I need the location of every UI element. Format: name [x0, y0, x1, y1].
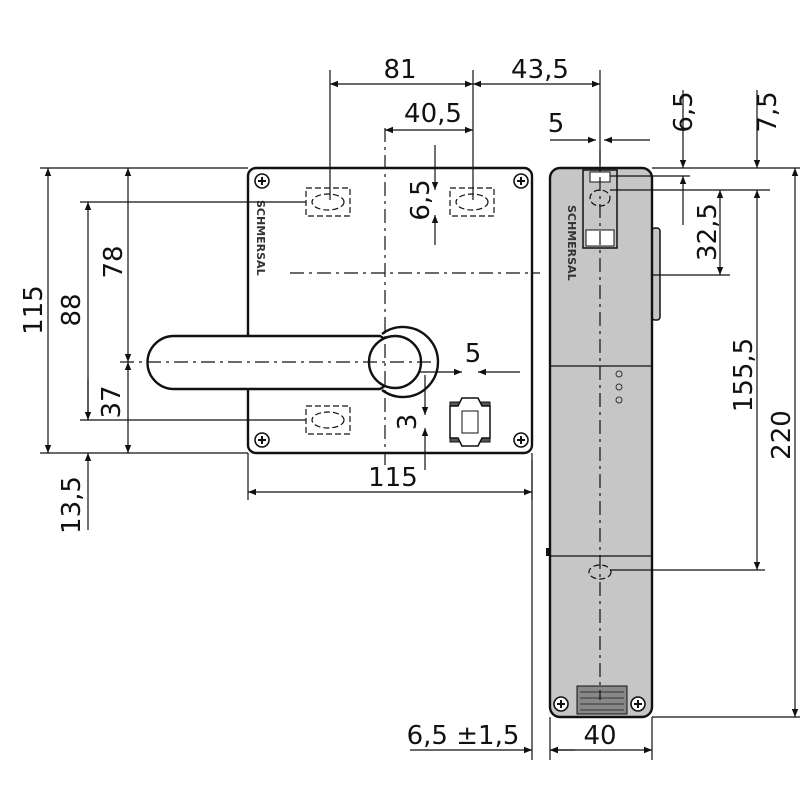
dim-6-5-top: 6,5 [669, 91, 699, 132]
dim-115-bottom: 115 [368, 463, 418, 493]
dim-40-5: 40,5 [404, 99, 462, 129]
screw-icon [513, 432, 529, 448]
extension-lines [40, 167, 800, 760]
dim-7-5: 7,5 [753, 91, 783, 132]
screw-icon [254, 173, 270, 189]
dim-78: 78 [99, 245, 129, 278]
dim-5-knob: 5 [465, 339, 482, 369]
screw-icon [254, 432, 270, 448]
dim-220: 220 [767, 410, 797, 460]
dim-43-5: 43,5 [511, 55, 569, 85]
dim-37: 37 [97, 385, 127, 418]
release-knob [449, 397, 491, 447]
brand-logo-switch: SCHMERSAL [565, 205, 578, 281]
screw-icon [513, 173, 529, 189]
dim-6-5-tolerance: 6,5 ±1,5 [407, 721, 520, 751]
screw-icon [553, 696, 569, 712]
screw-icon [630, 696, 646, 712]
brand-logo-plate: SCHMERSAL [254, 200, 267, 276]
dim-6-5-plate: 6,5 [406, 179, 436, 220]
dimension-labels: 81 43,5 40,5 5 6,5 7,5 32,5 155,5 220 11… [19, 55, 797, 751]
dim-13-5: 13,5 [57, 476, 87, 534]
dim-88: 88 [57, 293, 87, 326]
dim-115-left: 115 [19, 285, 49, 335]
dim-81: 81 [383, 55, 416, 85]
dim-3: 3 [393, 414, 423, 431]
dim-5-top: 5 [548, 109, 565, 139]
dimension-lines [44, 80, 799, 754]
center-lines [120, 70, 601, 700]
dim-40: 40 [583, 721, 616, 751]
safety-switch-body: SCHMERSAL [546, 166, 661, 719]
dim-32-5: 32,5 [693, 203, 723, 261]
dim-155-5: 155,5 [729, 338, 759, 412]
